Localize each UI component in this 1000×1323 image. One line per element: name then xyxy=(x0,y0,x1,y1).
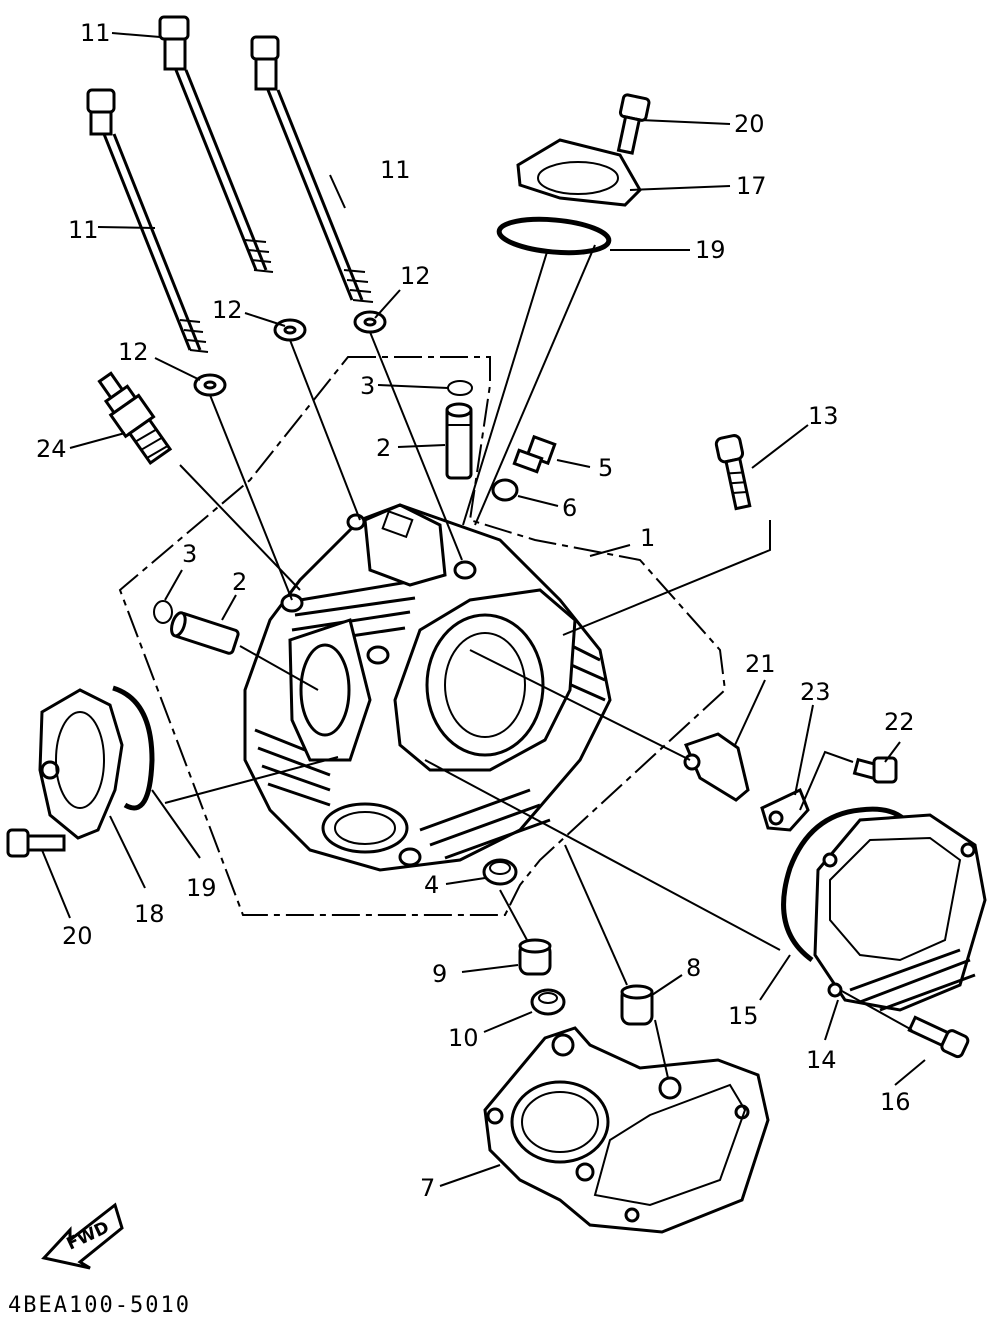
camshaft-plate-21 xyxy=(683,732,750,802)
callout-9: 9 xyxy=(432,960,447,988)
callout-20-left: 20 xyxy=(62,922,93,950)
callout-1: 1 xyxy=(640,524,655,552)
callout-23: 23 xyxy=(800,678,831,706)
callout-14: 14 xyxy=(806,1046,837,1074)
callout-11-left: 11 xyxy=(68,216,99,244)
callout-3-left: 3 xyxy=(182,540,197,568)
bolt-16 xyxy=(907,1015,970,1059)
callout-2-left: 2 xyxy=(232,568,247,596)
circlip-upper xyxy=(447,380,473,396)
o-ring-19-left xyxy=(112,685,155,811)
callout-19-left: 19 xyxy=(186,874,217,902)
valve-guide-left xyxy=(170,611,240,655)
callout-11-top: 11 xyxy=(80,19,111,47)
callout-3-upper: 3 xyxy=(360,372,375,400)
o-ring-19-top xyxy=(496,216,612,256)
washer-12-left-hole xyxy=(203,380,217,390)
callout-22: 22 xyxy=(884,708,915,736)
callout-16: 16 xyxy=(880,1088,911,1116)
callout-6: 6 xyxy=(562,494,577,522)
bolt-22 xyxy=(852,756,898,784)
callout-12-middle: 12 xyxy=(212,296,243,324)
callout-17: 17 xyxy=(736,172,767,200)
callout-19-top: 19 xyxy=(695,236,726,264)
callout-labels: 11 11 11 12 12 12 3 2 3 2 24 5 6 1 20 17… xyxy=(36,19,915,1202)
lock-plate-23 xyxy=(760,787,810,832)
callout-15: 15 xyxy=(728,1002,759,1030)
callout-2-upper: 2 xyxy=(376,434,391,462)
bolt-5 xyxy=(512,434,557,474)
callout-24: 24 xyxy=(36,435,67,463)
stud-bolt-left xyxy=(86,88,209,353)
oil-seal-4 xyxy=(482,858,518,886)
cylinder-head xyxy=(243,503,612,872)
valve-spring-seat-10 xyxy=(530,988,566,1016)
stud-bolt-right xyxy=(250,35,374,303)
spark-plug xyxy=(97,371,173,466)
washer-12-middle-hole xyxy=(283,325,297,335)
callout-18: 18 xyxy=(134,900,165,928)
callout-13: 13 xyxy=(808,402,839,430)
tappet-cover-left xyxy=(38,688,124,840)
circlip-left xyxy=(153,600,173,624)
washer-6 xyxy=(491,478,519,502)
gasket-15 xyxy=(781,806,907,963)
bolt-20-top xyxy=(616,93,651,155)
callout-10: 10 xyxy=(448,1024,479,1052)
side-cover-14 xyxy=(813,813,987,1012)
callout-7: 7 xyxy=(420,1174,435,1202)
head-gasket-7 xyxy=(483,1026,770,1234)
callout-11-right: 11 xyxy=(380,156,411,184)
bolt-20-left xyxy=(6,828,66,858)
tappet-cover-top xyxy=(516,138,642,207)
bolt-13 xyxy=(714,434,752,511)
fwd-arrow-icon xyxy=(41,1202,124,1270)
callout-4: 4 xyxy=(424,871,439,899)
drawing-code: 4BEA100-5010 xyxy=(8,1293,191,1318)
stud-bolt-middle xyxy=(158,15,274,273)
callout-20-top: 20 xyxy=(734,110,765,138)
washer-12-right-hole xyxy=(363,317,377,327)
assembly-boundary-dashed xyxy=(118,356,727,916)
valve-guide-upper xyxy=(445,402,473,480)
dowel-pin-8 xyxy=(620,984,654,1026)
callout-12-left: 12 xyxy=(118,338,149,366)
callout-21: 21 xyxy=(745,650,776,678)
callout-8: 8 xyxy=(686,954,701,982)
callout-12-right: 12 xyxy=(400,262,431,290)
callout-5: 5 xyxy=(598,454,613,482)
valve-stem-seal-9 xyxy=(518,938,552,976)
leader-lines xyxy=(41,32,926,1187)
